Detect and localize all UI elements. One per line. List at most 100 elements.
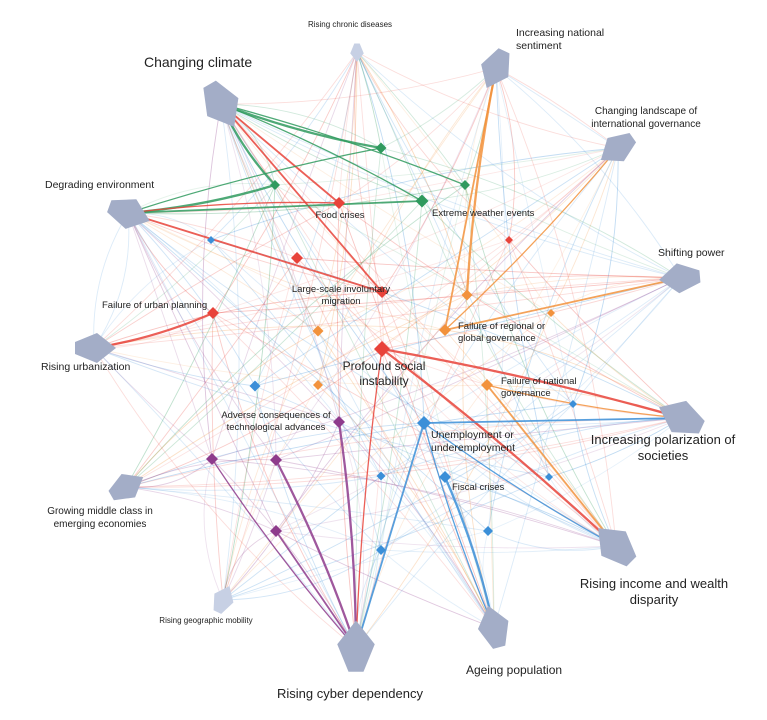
link-environment-eco4 [127,212,382,551]
risk-node-soc2[interactable] [505,236,513,244]
risk-node-weather[interactable] [415,194,429,208]
risk-node-eco2[interactable] [249,380,261,392]
risk-node-instability[interactable] [374,341,390,357]
trend-label-mobility[interactable]: Rising geographic mobility [159,616,253,625]
risk-label-migration-text: Large-scale involuntary migration [291,284,391,307]
risk-label-instability[interactable]: Profound social instability [334,359,434,389]
strong-link-environment-food [127,201,340,214]
risk-label-urban[interactable]: Failure of urban planning [102,300,208,311]
trend-label-climate[interactable]: Changing climate [144,54,253,70]
link-environment-env2 [127,184,466,215]
risk-node-food[interactable] [333,197,345,209]
trend-label-landscape[interactable]: Changing landscape of international gove… [576,106,716,131]
trend-node-middle[interactable] [104,465,149,507]
trend-label-ageing[interactable]: Ageing population [465,663,563,677]
trend-label-national[interactable]: Increasing national sentiment [516,27,611,53]
link-cyber-weather [355,200,423,649]
link-national-geo1 [463,67,497,296]
strong-link-environment-weather [127,200,423,214]
link-ageing-geo3 [317,384,495,629]
link-national-tec2 [275,67,497,461]
risk-label-migration[interactable]: Large-scale involuntary migration [286,284,396,308]
link-middle-weather [125,200,423,488]
strong-link-climate-env1 [220,102,382,150]
risk-node-unemployment[interactable] [417,416,431,430]
risk-node-geo1[interactable] [461,289,473,301]
risk-node-tec1[interactable] [206,453,218,465]
risk-node-tec3[interactable] [270,525,282,537]
trend-link-climate-national [220,67,497,105]
risk-node-eco1[interactable] [207,236,215,244]
trend-label-power[interactable]: Shifting power [658,247,725,259]
risk-label-regional[interactable]: Failure of regional or global governance [458,321,568,345]
trend-label-middle[interactable]: Growing middle class in emerging economi… [25,506,175,531]
risk-node-tech[interactable] [333,416,345,428]
risk-node-env2[interactable] [460,180,470,190]
risk-node-fiscal[interactable] [439,471,451,483]
link-urbanization-regional [93,325,446,349]
risk-node-env3[interactable] [270,180,280,190]
trend-node-mobility[interactable] [208,582,239,617]
trend-node-polarization[interactable] [652,392,709,443]
link-cyber-urban [212,312,357,649]
link-climate-tec2 [220,103,277,461]
link-chronic-geo2 [317,51,358,332]
risk-node-regional[interactable] [439,324,451,336]
trend-node-cyber[interactable] [337,620,375,672]
strong-link-cyber-tec1 [211,458,357,649]
strong-link-polarization-instability [381,347,683,420]
risk-node-env1[interactable] [375,142,387,154]
link-chronic-env1 [356,51,382,149]
link-cyber-migration [355,291,384,649]
link-ageing-eco3 [380,475,495,629]
link-income-env2 [464,184,617,547]
risk-node-eco7[interactable] [569,400,577,408]
risk-node-migration[interactable] [376,286,388,298]
risk-node-soc1[interactable] [291,252,303,264]
risk-node-eco5[interactable] [483,526,493,536]
trend-node-climate[interactable] [194,75,250,136]
trend-label-environment[interactable]: Degrading environment [45,179,155,191]
risk-node-eco3[interactable] [376,471,386,481]
risk-node-national_gov[interactable] [481,379,493,391]
risk-node-geo4[interactable] [547,309,555,317]
trend-label-urbanization[interactable]: Rising urbanization [41,361,131,373]
trend-node-environment[interactable] [104,191,155,235]
trend-label-income[interactable]: Rising income and wealth disparity [574,576,734,609]
risk-label-tech[interactable]: Adverse consequences of technological ad… [209,410,344,434]
link-urbanization-eco6 [93,347,550,478]
trend-label-chronic[interactable]: Rising chronic diseases [307,20,393,29]
link-power-migration [381,275,682,293]
link-polarization-tec3 [275,417,683,532]
trend-link-chronic-landscape [356,51,619,149]
risk-label-national-gov[interactable]: Failure of national governance [501,376,596,400]
trend-node-landscape[interactable] [593,126,641,172]
risk-node-urban[interactable] [207,307,219,319]
trend-link-landscape-national [495,67,619,149]
link-middle-geo2 [125,330,319,488]
risk-node-geo2[interactable] [312,325,324,337]
trend-link-national-income [495,67,617,547]
trend-label-landscape-text: Changing landscape of international gove… [591,106,701,130]
risk-label-weather[interactable]: Extreme weather events [432,208,535,219]
trend-label-polarization[interactable]: Increasing polarization of societies [583,432,743,465]
strong-link-polarization-unemployment [423,417,683,424]
risk-label-unemployment[interactable]: Unemployment or underemployment [431,429,531,455]
risk-node-tec2[interactable] [270,454,282,466]
risk-label-fiscal[interactable]: Fiscal crises [452,482,505,493]
trend-node-power[interactable] [658,261,701,294]
trend-node-income[interactable] [586,516,644,574]
risk-node-geo3[interactable] [313,380,323,390]
trend-node-ageing[interactable] [473,602,515,652]
link-urbanization-tec1 [93,347,213,460]
trend-label-cyber[interactable]: Rising cyber dependency [277,686,423,701]
risk-node-eco4[interactable] [376,545,386,555]
link-climate-tech [220,103,340,423]
trend-node-national[interactable] [473,44,518,94]
risk-node-eco6[interactable] [545,473,553,481]
link-mobility-geo1 [222,294,468,601]
risk-label-food[interactable]: Food crises [315,210,365,221]
trend-node-chronic[interactable] [350,43,364,62]
trend-node-urbanization[interactable] [75,333,116,363]
trend-link-polarization-middle [125,417,683,488]
